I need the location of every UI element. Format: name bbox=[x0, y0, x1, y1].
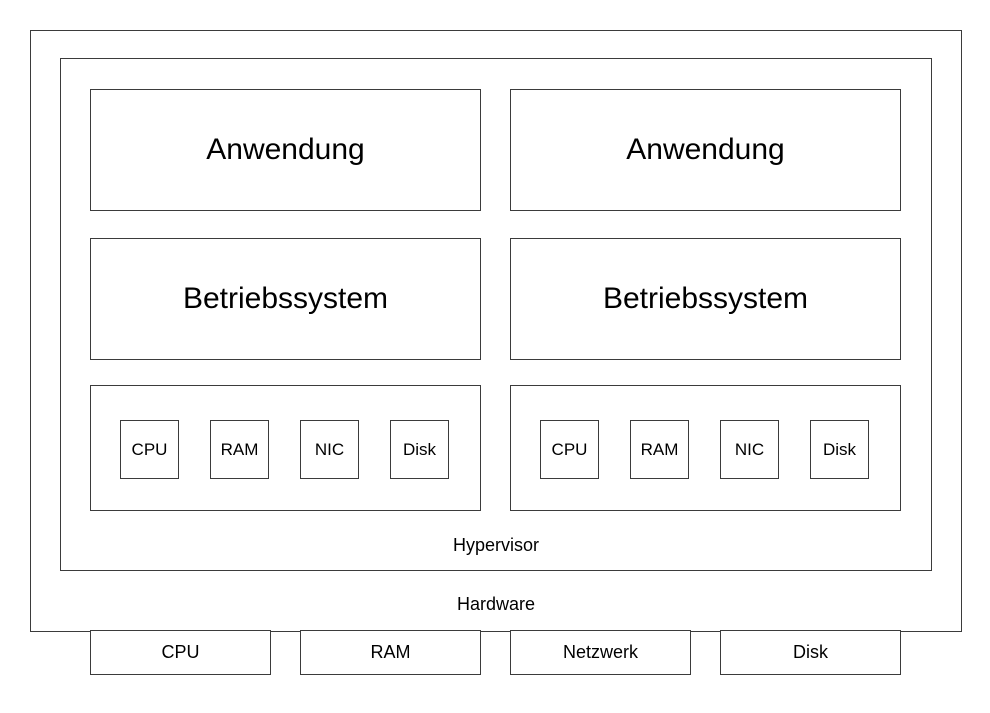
vm-application-label: Anwendung bbox=[206, 133, 365, 166]
vm-resource-cpu: CPU bbox=[120, 420, 179, 479]
hardware-frame-label: Hardware bbox=[456, 594, 536, 614]
vm-resource-nic: NIC bbox=[300, 420, 359, 479]
vm-resource-cpu: CPU bbox=[540, 420, 599, 479]
vm-os-box: Betriebssystem bbox=[90, 238, 481, 360]
vm-virtual-resources-box: CPU RAM NIC Disk bbox=[510, 385, 901, 511]
vm-os-box: Betriebssystem bbox=[510, 238, 901, 360]
vm-application-label: Anwendung bbox=[626, 133, 785, 166]
physical-resource-disk: Disk bbox=[720, 630, 901, 675]
physical-resource-cpu: CPU bbox=[90, 630, 271, 675]
vm-resource-ram: RAM bbox=[630, 420, 689, 479]
vm-resource-nic: NIC bbox=[720, 420, 779, 479]
physical-resource-netzwerk: Netzwerk bbox=[510, 630, 691, 675]
vm-application-box: Anwendung bbox=[90, 89, 481, 211]
vm-application-box: Anwendung bbox=[510, 89, 901, 211]
vm-virtual-resources-box: CPU RAM NIC Disk bbox=[90, 385, 481, 511]
vm-resource-ram: RAM bbox=[210, 420, 269, 479]
vm-resource-disk: Disk bbox=[810, 420, 869, 479]
vm-os-label: Betriebssystem bbox=[602, 282, 809, 315]
hypervisor-frame-label: Hypervisor bbox=[452, 535, 540, 555]
physical-resource-ram: RAM bbox=[300, 630, 481, 675]
vm-os-label: Betriebssystem bbox=[182, 282, 389, 315]
vm-resource-disk: Disk bbox=[390, 420, 449, 479]
